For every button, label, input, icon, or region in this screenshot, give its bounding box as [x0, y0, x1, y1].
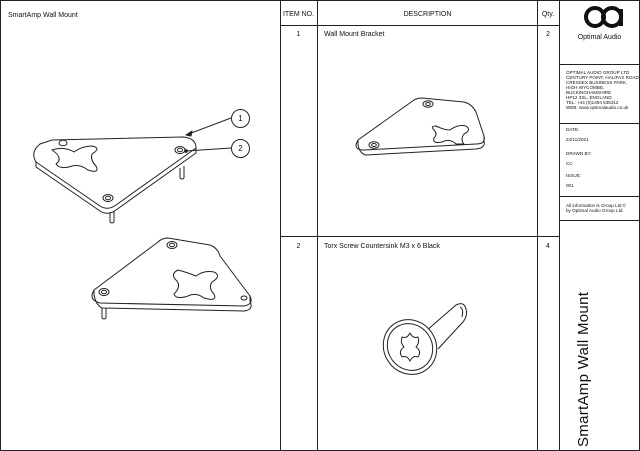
bracket-thumbnail-drawing	[355, 97, 485, 156]
optimal-audio-logo-icon	[584, 6, 623, 28]
divider-title-block	[559, 0, 560, 451]
address-line: BUCKINGHAMSHIRE	[566, 90, 612, 95]
callout-balloon: 2	[231, 139, 250, 158]
address-line: TEL: +44 (0)1494 535312	[566, 100, 619, 105]
table-header-rule	[280, 25, 559, 26]
date-label: DATE:	[566, 127, 580, 132]
date-value: 24/11/2021	[566, 137, 589, 142]
torx-screw-drawing	[382, 303, 467, 375]
divider-item-col	[317, 0, 318, 451]
row-1-item: 1	[296, 31, 301, 38]
address-line: HIGH WYCOMBE,	[566, 85, 605, 90]
callout-balloon: 1	[231, 109, 250, 128]
tb-rule-2	[560, 123, 639, 124]
address-line: WEB: www.optimalaudio.co.uk	[566, 105, 629, 110]
header-item-no: ITEM NO.	[282, 11, 315, 18]
copyright-line: by Optimal Audio Group Ltd.	[566, 208, 624, 213]
header-description: DESCRIPTION	[403, 11, 452, 18]
brand-name: Optimal Audio	[577, 34, 622, 41]
drawing-title: SmartAmp Wall Mount	[8, 12, 78, 19]
frame-left	[0, 0, 1, 451]
row-1-description: Wall Mount Bracket	[324, 31, 385, 38]
side-title: SmartAmp Wall Mount	[575, 291, 592, 447]
issue-label: ISSUE:	[566, 173, 582, 178]
divider-desc-col	[537, 0, 538, 451]
frame-top	[0, 0, 640, 1]
row-2-qty: 4	[546, 243, 550, 250]
address-line: CENTURY POINT, HALIFAX ROAD	[566, 75, 639, 80]
tb-rule-1	[560, 64, 639, 65]
address-line: OPTIMAL AUDIO GROUP LTD	[566, 70, 630, 75]
table-row-rule	[280, 236, 559, 237]
row-2-description: Torx Screw Countersink M3 x 6 Black	[324, 243, 440, 250]
address-line: CRESSEX BUSINESS PARK,	[566, 80, 628, 85]
copyright-line: All information is Group Ltd ©	[566, 203, 627, 208]
row-1-qty: 2	[546, 31, 550, 38]
bracket-assembly-drawing	[33, 117, 252, 320]
header-qty: Qty.	[541, 11, 555, 18]
tb-rule-4	[560, 220, 639, 221]
tb-rule-3	[560, 196, 639, 197]
divider-drawing	[280, 0, 281, 451]
drawn-by-value: CC	[566, 161, 573, 166]
drawn-by-label: DRAWN BY:	[566, 151, 592, 156]
address-line: HP12 3SL, ENGLAND	[566, 95, 612, 100]
issue-value: 001	[566, 183, 574, 188]
row-2-item: 2	[296, 243, 301, 250]
